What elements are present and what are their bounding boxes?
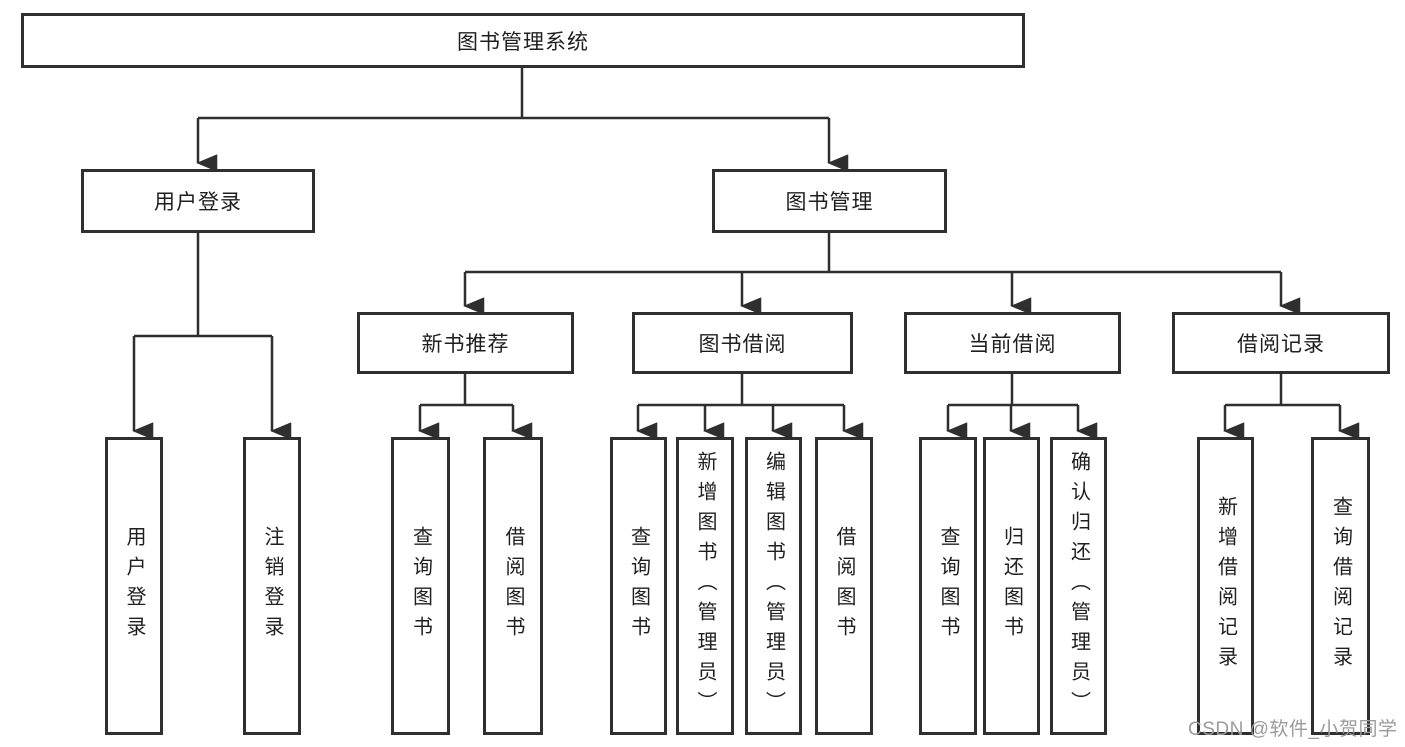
node-library-management-system: 图书管理系统 <box>21 13 1025 68</box>
leaf-query-book-recommend: 查询图书 <box>391 437 450 735</box>
leaf-query-book-borrow: 查询图书 <box>610 437 667 735</box>
node-new-book-recommend: 新书推荐 <box>357 312 574 374</box>
leaf-borrow-book: 借阅图书 <box>815 437 873 735</box>
leaf-logout: 注销登录 <box>243 437 301 735</box>
node-book-borrow: 图书借阅 <box>632 312 853 374</box>
node-borrow-record: 借阅记录 <box>1172 312 1390 374</box>
node-book-management: 图书管理 <box>712 169 947 233</box>
leaf-query-book-current: 查询图书 <box>919 437 977 735</box>
csdn-watermark: CSDN @软件_小贺同学 <box>1188 719 1398 740</box>
node-user-login: 用户登录 <box>81 169 315 233</box>
node-current-borrow: 当前借阅 <box>904 312 1121 374</box>
leaf-return-book: 归还图书 <box>983 437 1040 735</box>
leaf-confirm-return-admin: 确认归还（管理员） <box>1050 437 1107 735</box>
leaf-query-borrow-record: 查询借阅记录 <box>1311 437 1370 735</box>
leaf-add-borrow-record: 新增借阅记录 <box>1197 437 1254 735</box>
leaf-add-book-admin: 新增图书（管理员） <box>676 437 734 735</box>
leaf-edit-book-admin: 编辑图书（管理员） <box>745 437 802 735</box>
leaf-borrow-book-recommend: 借阅图书 <box>483 437 543 735</box>
leaf-user-login: 用户登录 <box>105 437 163 735</box>
